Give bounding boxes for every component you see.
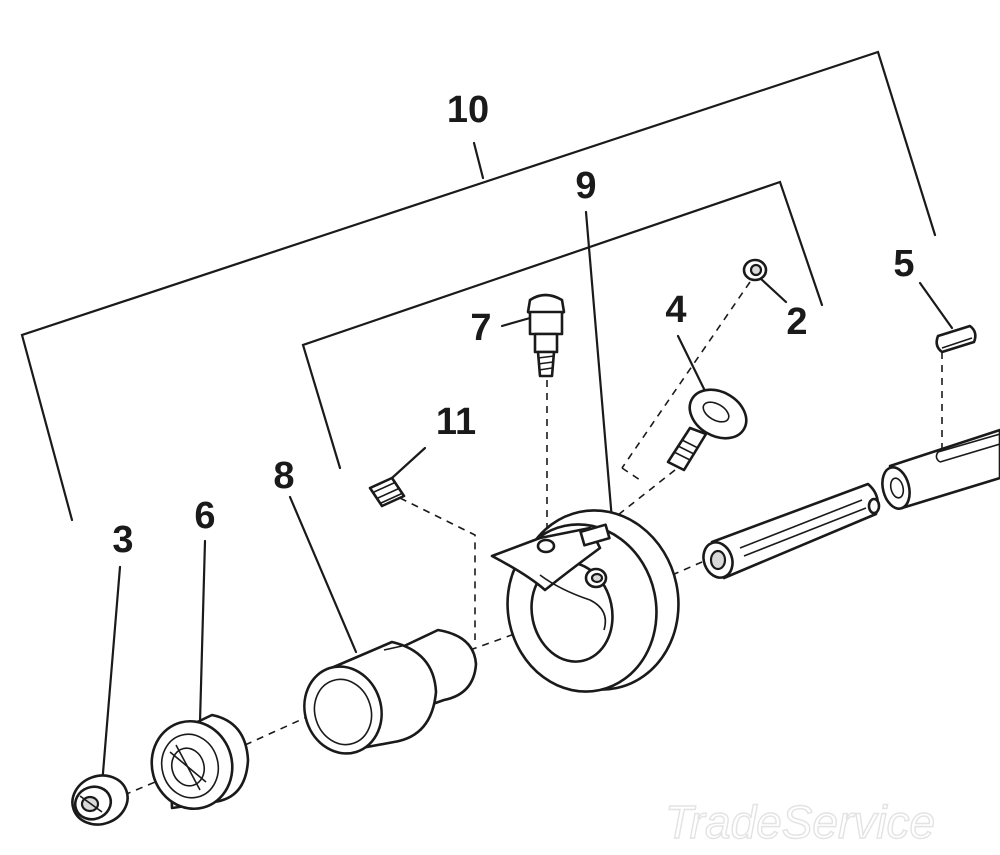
shaft-extension bbox=[881, 428, 1000, 510]
callout-2: 2 bbox=[786, 301, 807, 343]
watermark: TradeService bbox=[665, 796, 935, 848]
assembly-paths bbox=[111, 281, 943, 801]
callout-5: 5 bbox=[893, 243, 914, 285]
part-4-thumb-screw bbox=[666, 388, 748, 472]
part-2-ball bbox=[742, 258, 768, 282]
part-11-set-screw bbox=[368, 476, 406, 508]
callout-7: 7 bbox=[470, 307, 491, 349]
callout-4: 4 bbox=[665, 289, 686, 331]
main-housing bbox=[490, 509, 680, 693]
callout-3: 3 bbox=[112, 519, 133, 561]
callout-8: 8 bbox=[273, 455, 294, 497]
leader-lines bbox=[100, 210, 954, 787]
callout-11: 11 bbox=[436, 401, 476, 443]
part-5-key bbox=[935, 324, 977, 354]
part-8-sleeve bbox=[303, 628, 478, 755]
callout-6: 6 bbox=[194, 495, 215, 537]
callout-9: 9 bbox=[575, 165, 596, 207]
part-6-bushing bbox=[150, 713, 250, 811]
part-7-plunger bbox=[526, 293, 566, 378]
shaft bbox=[702, 482, 881, 580]
bracket-10 bbox=[20, 50, 937, 522]
callout-10: 10 bbox=[447, 89, 489, 131]
bracket-9 bbox=[301, 180, 824, 470]
part-3-nut bbox=[71, 774, 129, 826]
